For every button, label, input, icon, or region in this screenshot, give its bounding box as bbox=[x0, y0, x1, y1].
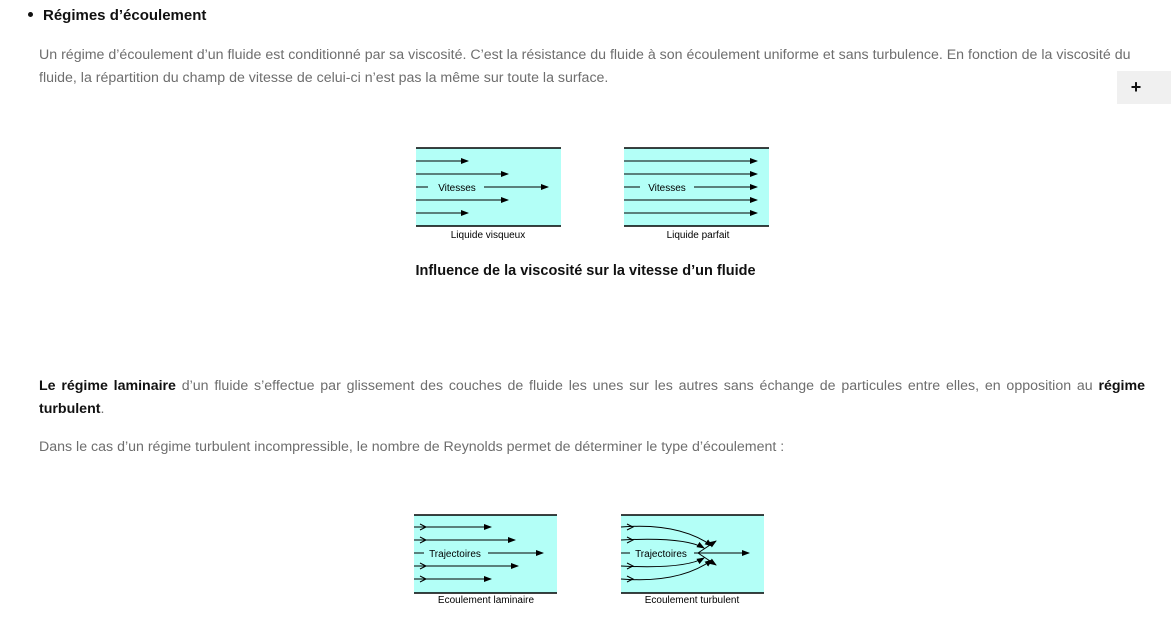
section-heading: Régimes d’écoulement bbox=[28, 7, 206, 24]
fluid-area bbox=[624, 148, 769, 226]
paragraph-laminar: Le régime laminaire d’un fluide s’effect… bbox=[39, 375, 1145, 421]
panel-turbulent-caption: Ecoulement turbulent bbox=[645, 595, 740, 606]
panel-laminar-caption: Ecoulement laminaire bbox=[438, 595, 535, 606]
fluid-area bbox=[621, 515, 764, 593]
paragraph-reynolds: Dans le cas d’un régime turbulent incomp… bbox=[39, 439, 785, 455]
panel-turbulent: Trajectoires Ecoulement turbulent bbox=[620, 514, 764, 606]
figure-viscosity-caption: Influence de la viscosité sur la vitesse… bbox=[415, 263, 756, 279]
panel-viscous-caption: Liquide visqueux bbox=[451, 230, 526, 241]
panel-turbulent-label: Trajectoires bbox=[635, 549, 687, 560]
term-laminar: Le régime laminaire bbox=[39, 378, 176, 394]
section-heading-text: Régimes d’écoulement bbox=[43, 7, 207, 24]
fluid-area bbox=[416, 148, 561, 226]
plus-icon: + bbox=[1130, 77, 1142, 97]
expand-button[interactable]: + bbox=[1117, 71, 1171, 104]
paragraph-laminar-end: . bbox=[100, 401, 105, 417]
bullet-icon bbox=[28, 11, 33, 17]
panel-perfect: Vitesses Liquide parfait bbox=[624, 147, 769, 241]
fluid-area bbox=[414, 515, 557, 593]
term-turbulent: régime turbulent bbox=[39, 378, 1145, 417]
panel-viscous-label: Vitesses bbox=[438, 183, 476, 194]
panel-laminar: Trajectoires Ecoulement laminaire bbox=[414, 514, 557, 606]
panel-laminar-label: Trajectoires bbox=[429, 549, 481, 560]
panel-perfect-caption: Liquide parfait bbox=[667, 230, 730, 241]
paragraph-laminar-text: d’un fluide s’effectue par glissement de… bbox=[175, 378, 1099, 394]
panel-viscous: Vitesses Liquide visqueux bbox=[416, 147, 561, 241]
paragraph-viscosity: Un régime d’écoulement d’un fluide est c… bbox=[39, 47, 1131, 86]
panel-perfect-label: Vitesses bbox=[648, 183, 686, 194]
